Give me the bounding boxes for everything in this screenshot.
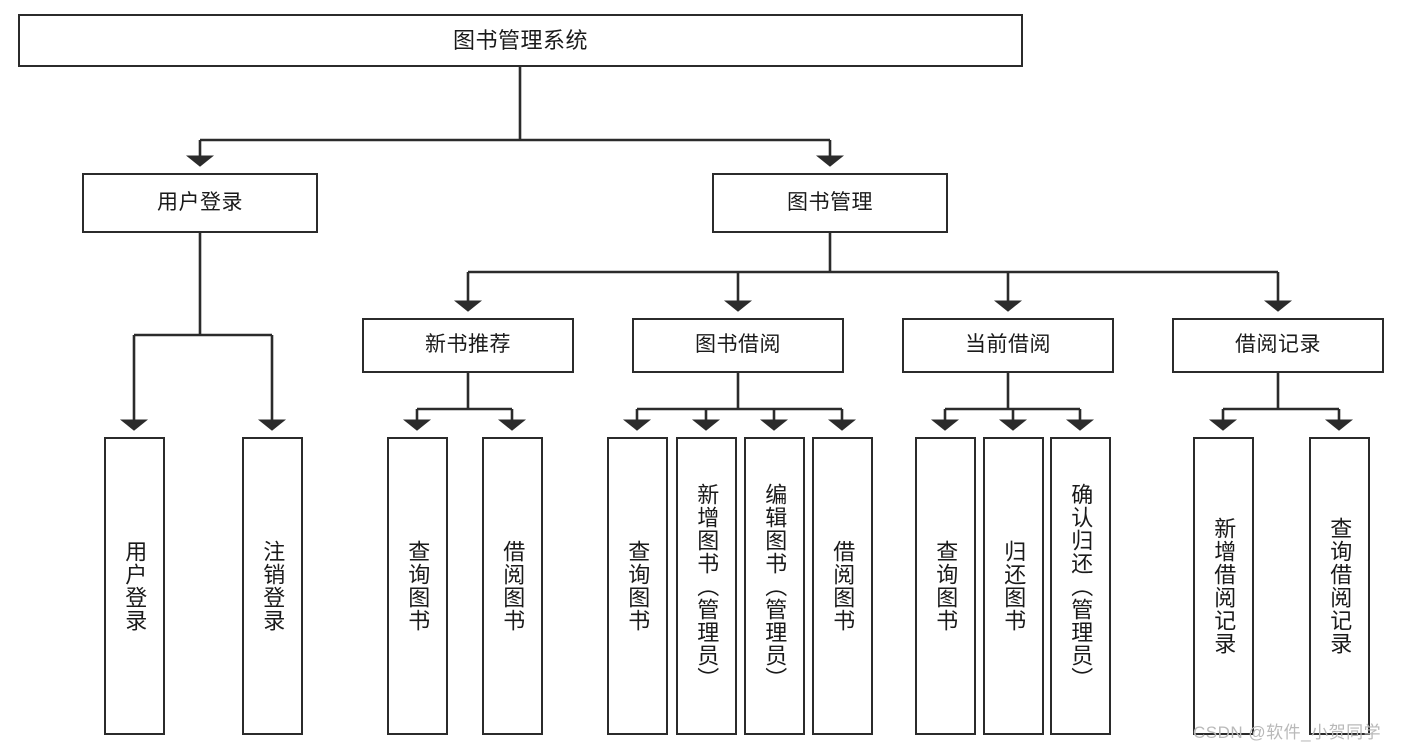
leaf-query-book-borrow-label: 查询图书 — [625, 540, 651, 632]
leaf-edit-book-admin-label: 编辑图书（管理员） — [762, 482, 788, 690]
node-root[interactable]: 图书管理系统 — [18, 14, 1023, 67]
node-current-borrow-label: 当前借阅 — [965, 333, 1051, 357]
leaf-edit-book-admin[interactable]: 编辑图书（管理员） — [744, 437, 805, 735]
leaf-query-book-current[interactable]: 查询图书 — [915, 437, 976, 735]
leaf-logout-label: 注销登录 — [260, 540, 286, 632]
leaf-add-book-admin-label: 新增图书（管理员） — [694, 482, 720, 690]
node-book-borrow-label: 图书借阅 — [695, 333, 781, 357]
node-user-login-label: 用户登录 — [157, 190, 243, 214]
leaf-add-borrow-record[interactable]: 新增借阅记录 — [1193, 437, 1254, 735]
csdn-watermark: CSDN @软件_小贺同学 — [1193, 723, 1382, 742]
node-book-management[interactable]: 图书管理 — [712, 173, 948, 233]
leaf-query-book-current-label: 查询图书 — [933, 540, 959, 632]
node-new-book-recommend[interactable]: 新书推荐 — [362, 318, 574, 373]
node-user-login[interactable]: 用户登录 — [82, 173, 318, 233]
leaf-confirm-return-admin[interactable]: 确认归还（管理员） — [1050, 437, 1111, 735]
node-new-book-recommend-label: 新书推荐 — [425, 333, 511, 357]
leaf-add-book-admin[interactable]: 新增图书（管理员） — [676, 437, 737, 735]
node-borrow-record-label: 借阅记录 — [1235, 333, 1321, 357]
leaf-query-book-recommend-label: 查询图书 — [405, 540, 431, 632]
node-book-borrow[interactable]: 图书借阅 — [632, 318, 844, 373]
leaf-user-login[interactable]: 用户登录 — [104, 437, 165, 735]
node-root-label: 图书管理系统 — [452, 27, 588, 53]
node-current-borrow[interactable]: 当前借阅 — [902, 318, 1114, 373]
leaf-user-login-label: 用户登录 — [122, 540, 148, 632]
leaf-return-book[interactable]: 归还图书 — [983, 437, 1044, 735]
leaf-logout[interactable]: 注销登录 — [242, 437, 303, 735]
node-book-management-label: 图书管理 — [787, 190, 873, 214]
leaf-lend-book-label: 借阅图书 — [830, 540, 856, 632]
leaf-confirm-return-admin-label: 确认归还（管理员） — [1068, 482, 1094, 690]
leaf-borrow-book-recommend[interactable]: 借阅图书 — [482, 437, 543, 735]
leaf-add-borrow-record-label: 新增借阅记录 — [1211, 517, 1237, 655]
leaf-borrow-book-recommend-label: 借阅图书 — [500, 540, 526, 632]
leaf-query-book-borrow[interactable]: 查询图书 — [607, 437, 668, 735]
node-borrow-record[interactable]: 借阅记录 — [1172, 318, 1384, 373]
leaf-query-borrow-record-label: 查询借阅记录 — [1327, 517, 1353, 655]
leaf-query-book-recommend[interactable]: 查询图书 — [387, 437, 448, 735]
leaf-query-borrow-record[interactable]: 查询借阅记录 — [1309, 437, 1370, 735]
leaf-return-book-label: 归还图书 — [1001, 540, 1027, 632]
leaf-lend-book[interactable]: 借阅图书 — [812, 437, 873, 735]
